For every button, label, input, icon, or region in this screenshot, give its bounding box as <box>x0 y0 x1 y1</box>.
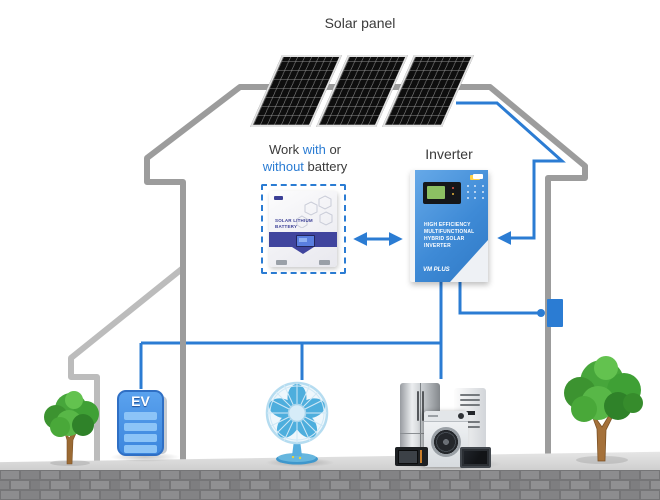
washer-control-panel <box>424 411 468 422</box>
tree-foliage <box>44 391 99 437</box>
inverter-led <box>452 193 454 195</box>
microwave-handle <box>420 450 422 463</box>
note-without-highlight: without <box>262 159 304 174</box>
solar-panel-label: Solar panel <box>324 15 396 31</box>
tree-foliage <box>564 356 643 422</box>
wire-inverter-to-grid-meter <box>458 282 540 315</box>
ev-charger: EV <box>117 390 167 456</box>
inverter-brand-logo-icon <box>473 174 483 179</box>
ev-charger-stripe <box>124 445 157 453</box>
inverter-buttons <box>467 185 485 199</box>
hexagon-decoration-icon <box>296 195 333 228</box>
inverter-front-panel: HIGH EFFICIENCY MULTIFUNCTIONAL HYBRID S… <box>415 170 488 282</box>
battery-note-line1: Work with or <box>268 142 341 157</box>
microwave-window <box>398 450 418 464</box>
note-with-highlight: with <box>302 142 326 157</box>
ev-charger-stripe <box>124 434 157 442</box>
house-main-wall <box>144 84 588 471</box>
tree-left <box>44 391 99 466</box>
fridge-handle <box>416 391 419 421</box>
battery-brand-logo-icon <box>274 196 283 200</box>
ac-display <box>465 411 475 415</box>
battery-terminal <box>276 260 287 265</box>
tv-screen <box>464 451 487 464</box>
ev-charger-label: EV <box>131 393 150 409</box>
inverter-unit: HIGH EFFICIENCY MULTIFUNCTIONAL HYBRID S… <box>410 170 488 282</box>
inverter-model-text: HIGH EFFICIENCY MULTIFUNCTIONAL HYBRID S… <box>424 222 475 249</box>
washer-knob <box>458 413 464 419</box>
grid-connection-dot <box>537 309 545 317</box>
battery-lcd-screen <box>296 234 315 247</box>
inverter-lcd-screen <box>427 186 445 199</box>
battery-unit: SOLAR LITHIUM BATTERY <box>269 191 337 267</box>
inverter-white-corner <box>450 240 488 282</box>
inverter-display <box>423 182 461 204</box>
fan-head <box>265 381 329 445</box>
washer-door <box>431 427 461 458</box>
microwave <box>395 447 428 466</box>
stone-wall <box>0 470 660 500</box>
battery-display-band <box>269 232 337 254</box>
tree-trunk <box>589 409 616 462</box>
tree-right <box>564 356 643 464</box>
tv-monitor <box>460 447 491 468</box>
battery-terminal <box>319 260 330 265</box>
home-appliances <box>393 378 493 468</box>
wire-solar-to-inverter <box>456 101 566 245</box>
ev-charger-stripe <box>124 412 157 420</box>
inverter-model-name: VM PLUS <box>423 267 450 273</box>
inverter-label: Inverter <box>425 146 473 162</box>
electric-fan <box>265 381 329 465</box>
battery-label-text: SOLAR LITHIUM BATTERY <box>275 218 313 229</box>
ev-charger-stripe <box>124 423 157 431</box>
grid-meter <box>547 299 563 327</box>
ev-shadow <box>110 452 180 462</box>
battery-optional-dashed-box <box>261 184 346 274</box>
fridge-handle <box>422 391 424 421</box>
battery-note-line2: without battery <box>262 159 348 174</box>
solar-panel-array <box>250 55 475 127</box>
wiring-group <box>139 101 566 389</box>
inverter-led <box>452 187 454 189</box>
fan-hub <box>287 403 307 423</box>
battery-note: Work with or without battery <box>245 141 365 175</box>
